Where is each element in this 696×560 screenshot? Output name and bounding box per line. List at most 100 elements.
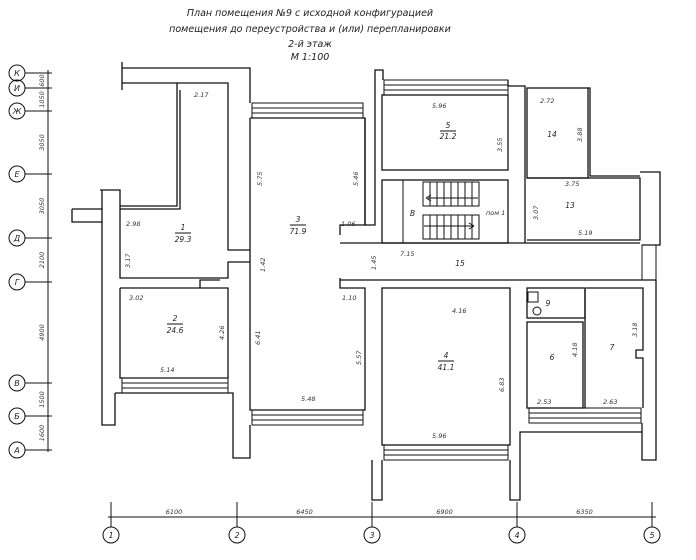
row-axis-3: Е — [8, 165, 52, 183]
axis-label: 4 — [514, 531, 519, 540]
svg-text:1.10: 1.10 — [342, 294, 356, 302]
room-1: 1 29.3 2.98 3.17 2.17 — [124, 91, 209, 268]
row-axis-6: В — [8, 374, 52, 392]
column-axis-0: 1 — [102, 502, 120, 544]
stair-labels: В пом 1 — [410, 209, 505, 218]
row-dimension: 1500 — [38, 391, 46, 408]
axis-label: Ж — [12, 107, 22, 116]
walls — [71, 62, 661, 501]
row-dimension: 2100 — [38, 252, 46, 269]
title-floor: 2-й этаж — [288, 39, 332, 50]
axis-circle — [228, 526, 246, 544]
svg-text:2.98: 2.98 — [126, 220, 140, 228]
axis-label: Б — [14, 412, 20, 421]
staircase — [402, 180, 480, 243]
room-14: 14 2.72 3.88 — [540, 97, 584, 142]
axis-circle — [363, 526, 381, 544]
row-dimension: 600 — [38, 74, 46, 86]
axis-label: В — [14, 379, 20, 388]
svg-text:4: 4 — [444, 351, 449, 360]
axis-label: 3 — [369, 531, 374, 540]
axis-label: 5 — [649, 531, 654, 540]
column-axis-markers: 1 2 3 4 5 6100 6450 6900 6350 — [102, 502, 661, 544]
axis-circle — [508, 526, 526, 544]
svg-text:3.88: 3.88 — [576, 128, 584, 142]
svg-text:3.07: 3.07 — [532, 205, 540, 220]
svg-text:2.17: 2.17 — [194, 91, 209, 99]
svg-text:5.46: 5.46 — [352, 172, 360, 186]
row-axis-4: Д — [8, 229, 52, 247]
svg-text:3.18: 3.18 — [631, 323, 639, 337]
svg-text:14: 14 — [547, 130, 557, 139]
row-axis-0: К — [8, 64, 52, 82]
axis-label: А — [13, 446, 19, 455]
svg-text:24.6: 24.6 — [167, 326, 184, 335]
axis-circle — [643, 526, 661, 544]
svg-text:13: 13 — [565, 201, 575, 210]
room-2: 2 24.6 3.02 4.26 5.14 — [129, 294, 226, 374]
svg-text:3.17: 3.17 — [124, 253, 132, 268]
svg-text:3: 3 — [296, 215, 301, 224]
room-6: 6 4.18 2.53 — [537, 343, 579, 406]
svg-text:3.02: 3.02 — [129, 294, 143, 302]
svg-text:15: 15 — [455, 259, 465, 268]
column-dimension: 6900 — [436, 508, 453, 516]
svg-text:3.55: 3.55 — [496, 138, 504, 152]
axis-label: К — [14, 69, 20, 78]
room-3: 3 71.9 5.75 5.46 1.06 1.42 1.10 6.41 5.5… — [254, 172, 378, 403]
toilet-icon — [532, 306, 542, 316]
row-axis-1: И — [8, 79, 52, 97]
svg-text:5.96: 5.96 — [432, 102, 446, 110]
svg-text:5.57: 5.57 — [355, 350, 363, 365]
svg-text:4.18: 4.18 — [571, 343, 579, 357]
row-axis-2: Ж — [8, 102, 52, 120]
column-axis-4: 5 — [643, 502, 661, 544]
svg-text:7.15: 7.15 — [400, 250, 414, 258]
svg-text:5.48: 5.48 — [301, 395, 315, 403]
plan-title: План помещения №9 с исходной конфигураци… — [169, 8, 451, 63]
svg-text:9: 9 — [546, 299, 551, 308]
svg-text:1: 1 — [181, 223, 186, 232]
axis-label: Г — [15, 278, 20, 287]
title-line-2: помещения до переустройства и (или) пере… — [169, 24, 451, 35]
svg-text:2: 2 — [173, 314, 178, 323]
svg-text:6.83: 6.83 — [498, 378, 506, 392]
svg-text:41.1: 41.1 — [438, 363, 455, 372]
svg-text:5.75: 5.75 — [256, 172, 264, 186]
svg-text:21.2: 21.2 — [440, 132, 457, 141]
axis-label: 1 — [108, 531, 113, 540]
column-dimension: 6350 — [576, 508, 593, 516]
row-axis-5: Г — [8, 273, 52, 291]
room-9: 9 — [546, 299, 551, 308]
svg-text:пом 1: пом 1 — [486, 209, 505, 217]
svg-text:6.41: 6.41 — [254, 331, 262, 345]
row-dimension: 3050 — [38, 134, 46, 151]
column-axis-1: 2 — [228, 502, 246, 544]
title-scale: М 1:100 — [291, 52, 330, 63]
column-dimension: 6450 — [296, 508, 313, 516]
svg-text:29.3: 29.3 — [175, 235, 192, 244]
svg-text:1.45: 1.45 — [370, 256, 378, 270]
room-7: 7 3.18 2.63 — [603, 323, 639, 406]
svg-text:1.42: 1.42 — [259, 258, 267, 272]
row-axis-7: Б — [8, 407, 52, 425]
svg-text:5: 5 — [446, 121, 451, 130]
axis-label: Д — [13, 234, 20, 243]
title-line-1: План помещения №9 с исходной конфигураци… — [187, 8, 433, 19]
room-5: 5 21.2 5.96 3.55 — [432, 102, 504, 152]
svg-text:5.14: 5.14 — [160, 366, 174, 374]
axis-label: Е — [14, 170, 20, 179]
svg-text:2.72: 2.72 — [540, 97, 554, 105]
svg-text:2.63: 2.63 — [603, 398, 617, 406]
axis-label: 2 — [234, 531, 239, 540]
room-labels: 1 29.3 2.98 3.17 2.17 2 24.6 3.02 4.26 5… — [124, 91, 639, 440]
row-dimension: 1600 — [38, 425, 46, 442]
svg-text:1.06: 1.06 — [341, 220, 355, 228]
svg-text:6: 6 — [550, 353, 555, 362]
row-axis-8: А — [8, 441, 52, 459]
svg-text:71.9: 71.9 — [290, 227, 307, 236]
column-dimension: 6100 — [166, 508, 183, 516]
svg-text:7: 7 — [610, 343, 615, 352]
row-dimension: 1050 — [38, 91, 46, 108]
